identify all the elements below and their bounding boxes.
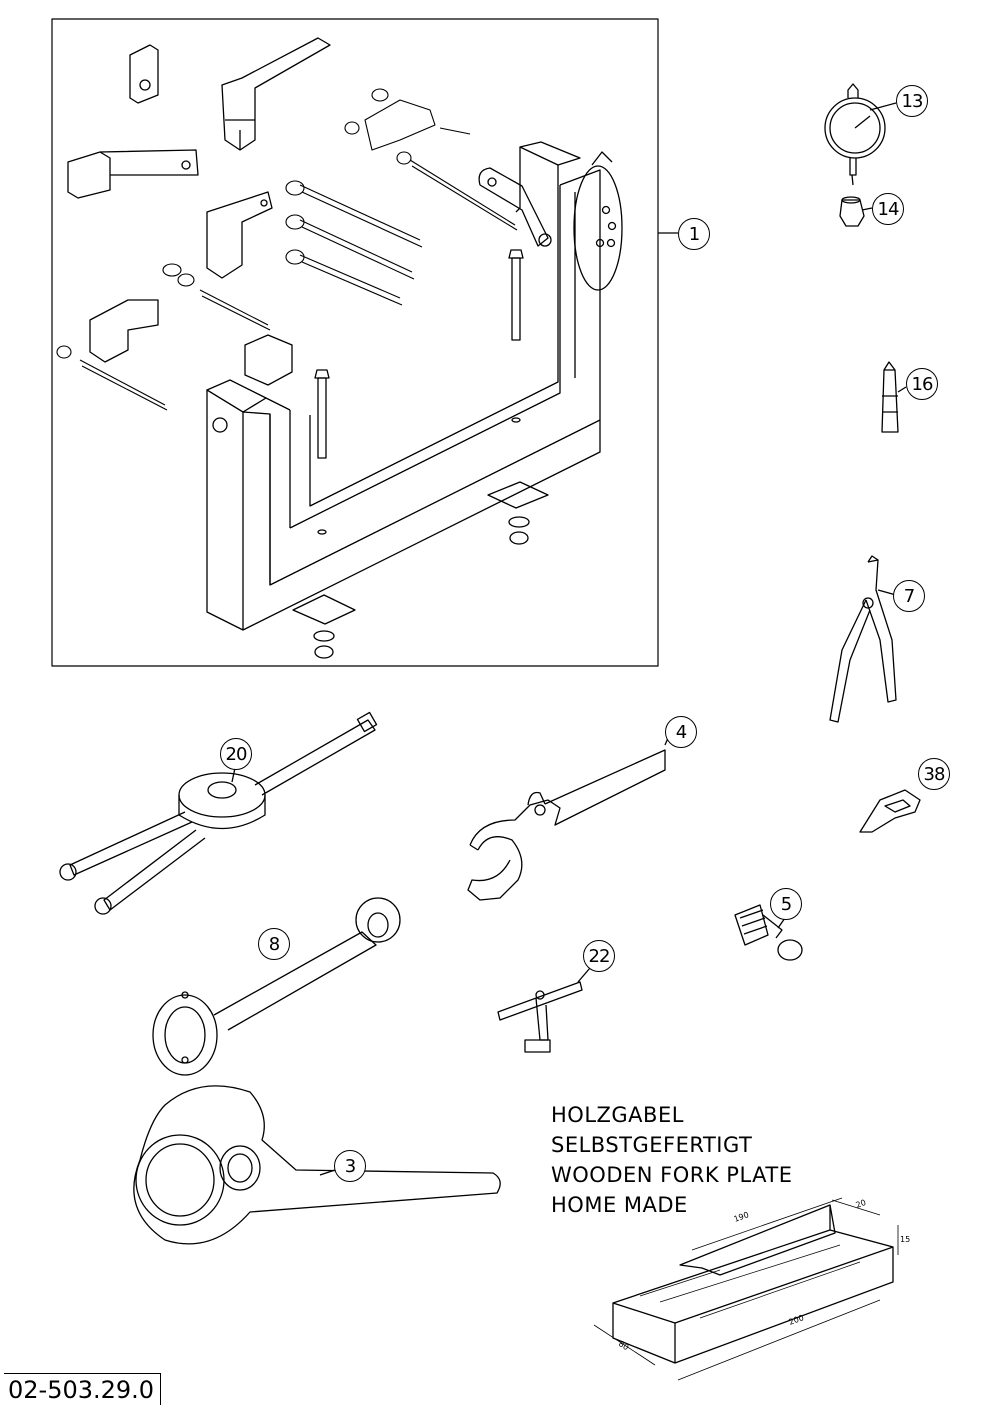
holding-tool-3 bbox=[133, 1085, 501, 1245]
spanner-8 bbox=[152, 897, 401, 1076]
frame-bolts bbox=[314, 249, 524, 459]
note-line-1: HOLZGABEL bbox=[551, 1103, 684, 1127]
foot-plates bbox=[292, 481, 549, 659]
note-line-3: WOODEN FORK PLATE bbox=[551, 1163, 793, 1187]
callout-13: 13 bbox=[896, 85, 928, 117]
tool-38 bbox=[859, 789, 921, 833]
callout-38: 38 bbox=[918, 758, 950, 790]
threaded-rods bbox=[56, 88, 518, 411]
callout-5: 5 bbox=[770, 888, 802, 920]
gauge-22 bbox=[497, 981, 583, 1053]
dim-20: 20 bbox=[855, 1198, 868, 1210]
dim-200: 200 bbox=[788, 1313, 805, 1327]
callout-3: 3 bbox=[334, 1150, 366, 1182]
callout-22: 22 bbox=[583, 940, 615, 972]
callout-8: 8 bbox=[258, 928, 290, 960]
callout-4: 4 bbox=[665, 716, 697, 748]
callout-7: 7 bbox=[893, 580, 925, 612]
kit-boundary-frame bbox=[51, 18, 659, 667]
adapter-14 bbox=[839, 196, 865, 227]
wooden-fork-plate-note: HOLZGABEL SELBSTGEFERTIGT WOODEN FORK PL… bbox=[551, 1100, 792, 1220]
note-line-2: SELBSTGEFERTIGT bbox=[551, 1133, 753, 1157]
drawing-code: 02-503.29.0 bbox=[4, 1373, 162, 1405]
puller-5 bbox=[734, 904, 803, 961]
dial-gauge-13 bbox=[824, 83, 886, 186]
callout-16: 16 bbox=[906, 368, 938, 400]
note-line-4: HOME MADE bbox=[551, 1193, 688, 1217]
callout-20: 20 bbox=[220, 738, 252, 770]
hook-wrench-4 bbox=[467, 749, 666, 901]
tool-20 bbox=[59, 711, 378, 915]
wooden-fork-plate bbox=[593, 1197, 899, 1381]
brackets bbox=[67, 37, 331, 386]
callout-14: 14 bbox=[872, 193, 904, 225]
engine-stand-frame bbox=[206, 141, 623, 631]
pliers-7 bbox=[829, 555, 897, 723]
callout-1: 1 bbox=[678, 218, 710, 250]
tube-16 bbox=[881, 361, 899, 433]
dim-15: 15 bbox=[900, 1235, 910, 1244]
